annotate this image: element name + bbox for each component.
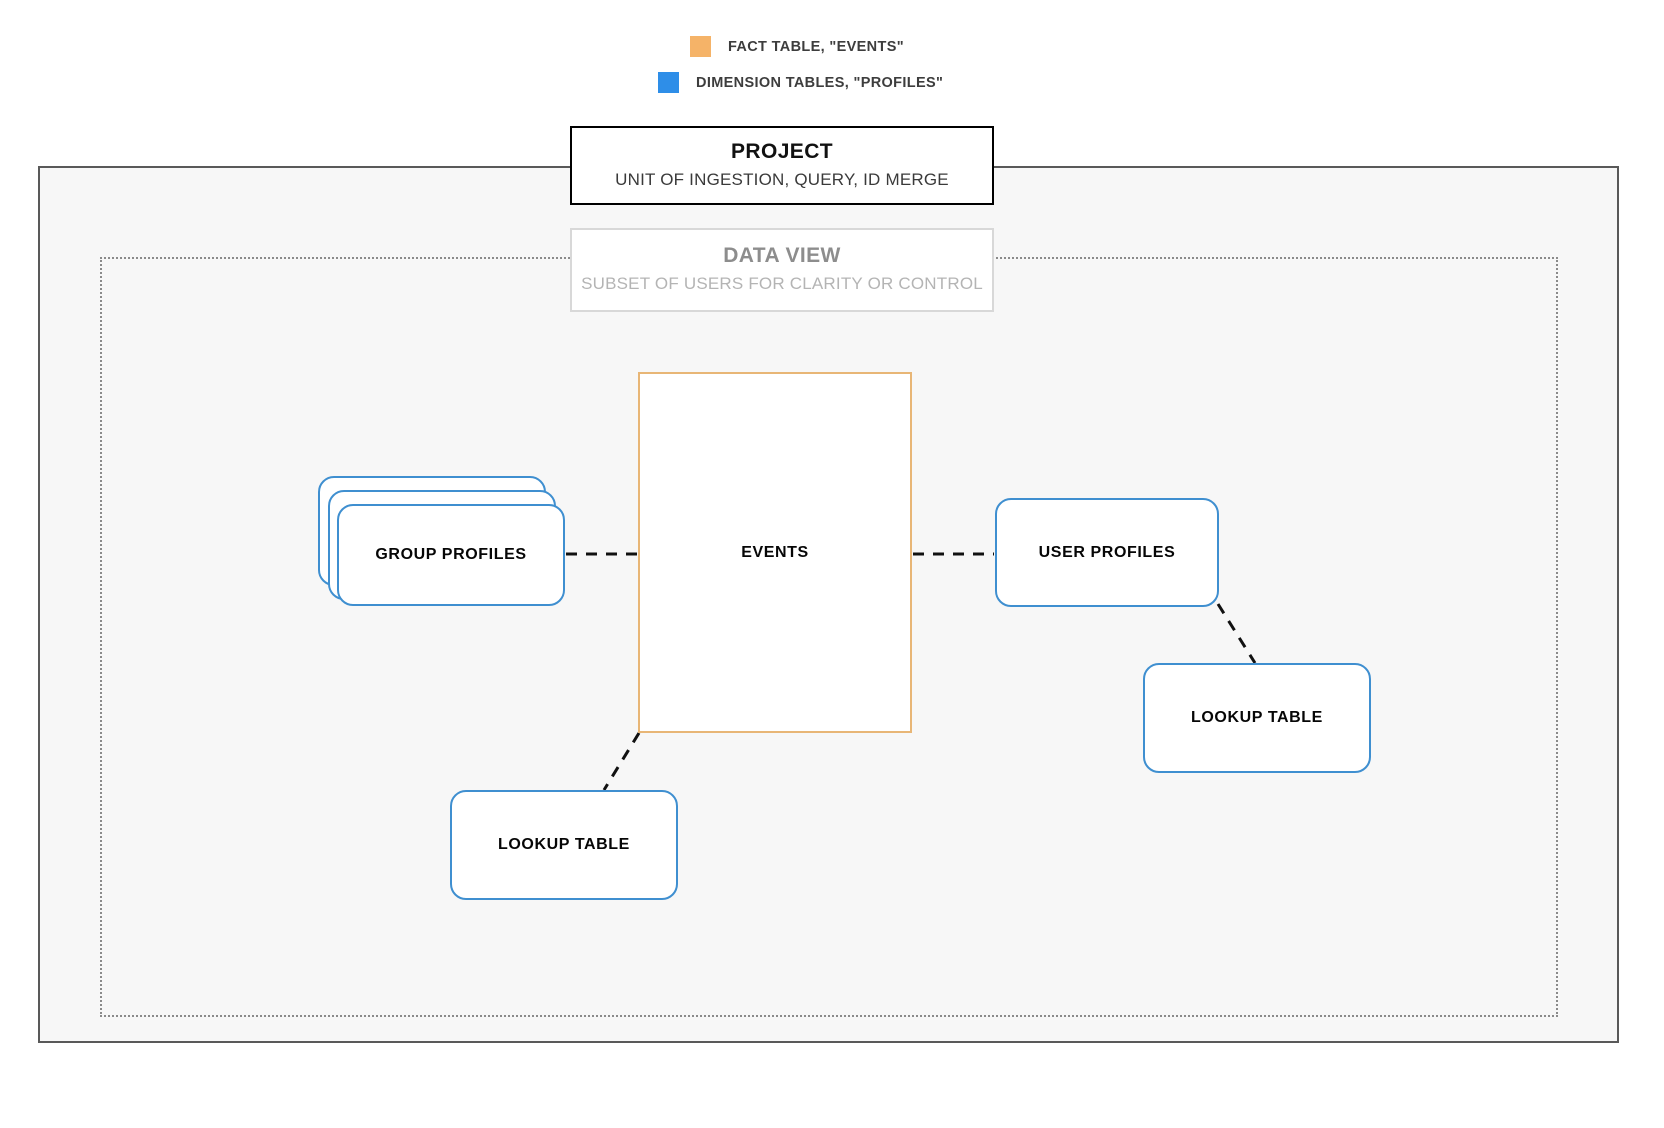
legend-item-fact-table: FACT TABLE, "EVENTS" xyxy=(690,36,904,57)
node-user-profiles-label: USER PROFILES xyxy=(1038,543,1176,561)
node-lookup-table-right[interactable]: LOOKUP TABLE xyxy=(1143,663,1371,773)
node-user-profiles[interactable]: USER PROFILES xyxy=(995,498,1219,607)
project-subtitle: UNIT OF INGESTION, QUERY, ID MERGE xyxy=(615,169,949,189)
square-swatch-icon xyxy=(690,36,711,57)
node-events[interactable]: EVENTS xyxy=(638,372,912,733)
data-view-title-card: DATA VIEW SUBSET OF USERS FOR CLARITY OR… xyxy=(570,228,994,312)
node-group-profiles-label: GROUP PROFILES xyxy=(375,546,527,563)
node-events-label: EVENTS xyxy=(741,543,809,561)
node-lookup-table-right-label: LOOKUP TABLE xyxy=(1191,709,1323,726)
legend-label-fact-table: FACT TABLE, "EVENTS" xyxy=(728,38,904,55)
node-group-profiles[interactable]: GROUP PROFILES xyxy=(337,504,565,606)
node-lookup-table-left-label: LOOKUP TABLE xyxy=(498,836,630,853)
square-swatch-icon xyxy=(658,72,679,93)
data-view-subtitle: SUBSET OF USERS FOR CLARITY OR CONTROL xyxy=(581,274,983,294)
data-view-title: DATA VIEW xyxy=(723,244,841,268)
node-lookup-table-left[interactable]: LOOKUP TABLE xyxy=(450,790,678,900)
legend-label-dimension-tables: DIMENSION TABLES, "PROFILES" xyxy=(696,74,944,91)
project-title: PROJECT xyxy=(731,139,833,163)
legend-item-dimension-tables: DIMENSION TABLES, "PROFILES" xyxy=(658,72,943,93)
project-title-card: PROJECT UNIT OF INGESTION, QUERY, ID MER… xyxy=(570,126,994,205)
